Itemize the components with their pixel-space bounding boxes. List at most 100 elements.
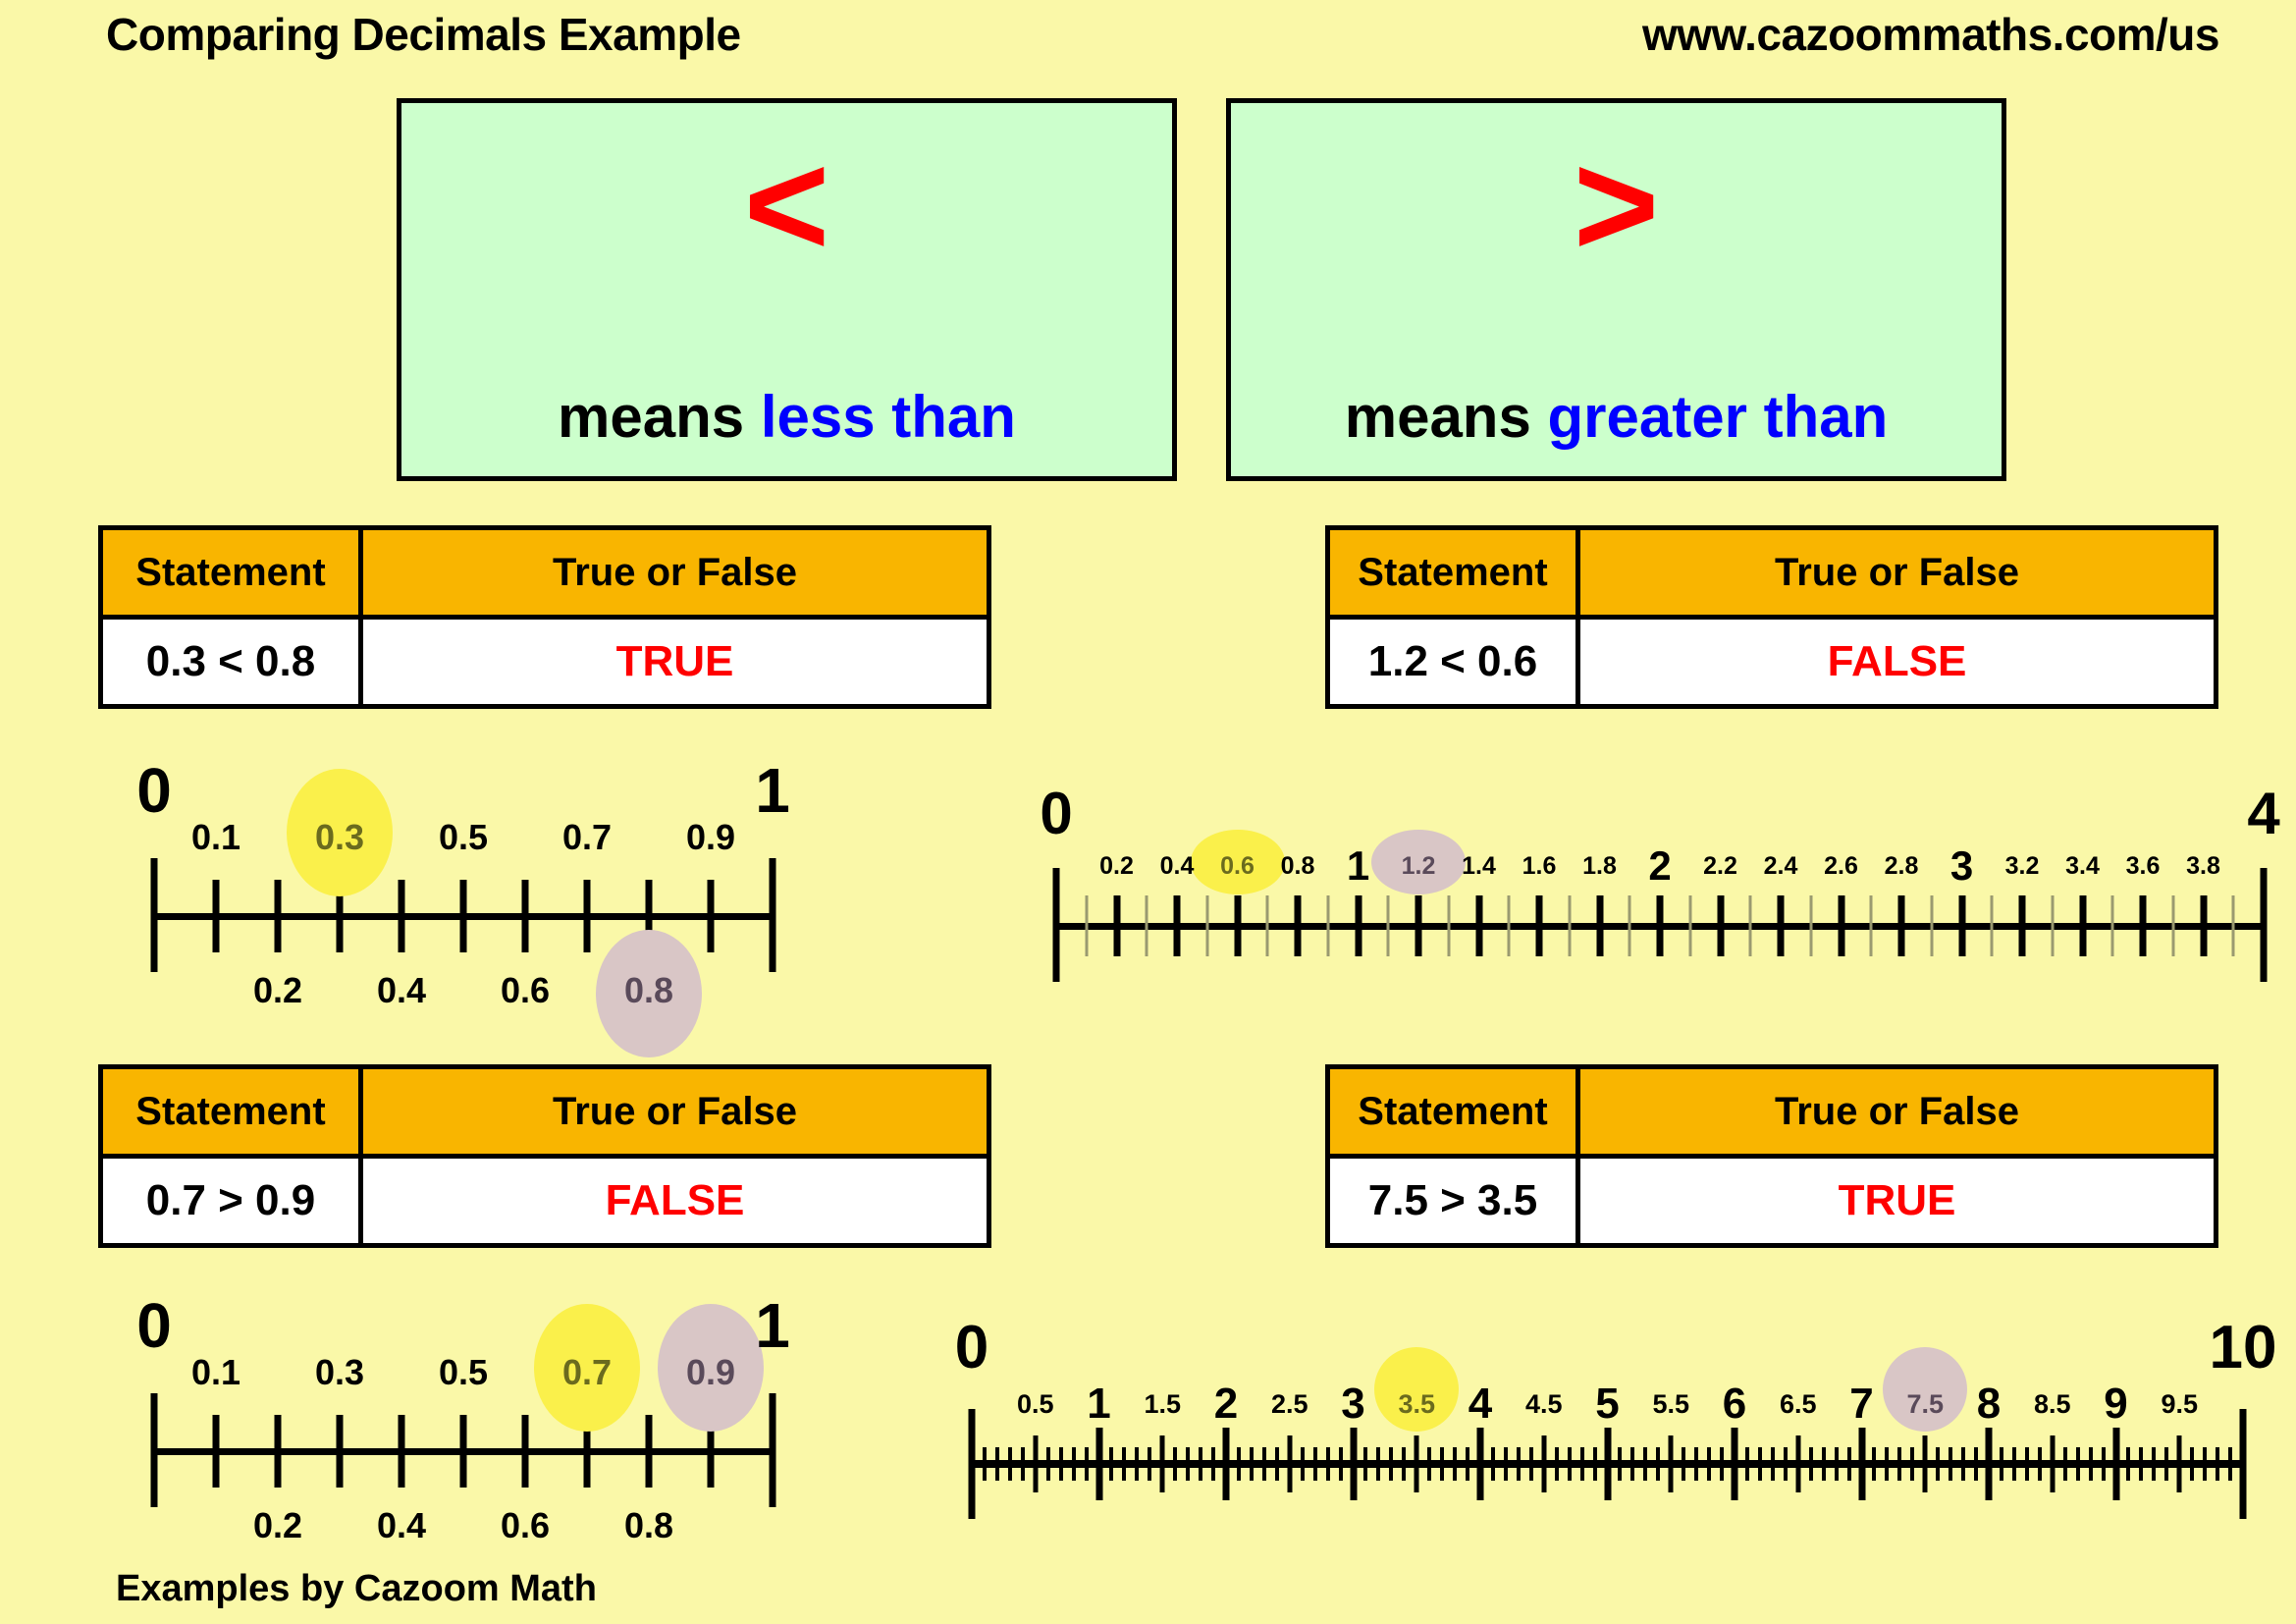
definition-caption-less-than: means less than [401,383,1172,451]
tick-label-0.8: 0.8 [623,1505,674,1545]
highlight-0.6 [1190,830,1285,894]
highlight-0.7 [534,1304,640,1432]
column-header-true-or-false: True or False [363,1069,987,1154]
tick-label-0.2: 0.2 [1099,852,1134,880]
column-header-true-or-false: True or False [363,530,987,615]
tick-label-1.8: 1.8 [1582,852,1617,880]
tick-label-6.5: 6.5 [1779,1389,1817,1419]
tick-label-2.6: 2.6 [1824,852,1858,880]
tick-label-0.4: 0.4 [376,970,427,1010]
footer-credit: Examples by Cazoom Math [116,1568,597,1609]
cell-verdict: TRUE [363,620,987,704]
table-header-row: Statement True or False [1330,530,2214,620]
tick-label-2.2: 2.2 [1703,852,1737,880]
tick-label-1: 1 [1087,1380,1111,1428]
tick-label-0.5: 0.5 [438,817,489,857]
site-url: www.cazoommaths.com/us [1642,9,2220,60]
end-label-1: 1 [755,755,790,826]
greater-than-symbol-icon: > [1573,122,1660,287]
tick-label-0.6: 0.6 [500,1505,551,1545]
table-row: 0.7 > 0.9 FALSE [103,1159,987,1243]
tick-label-1.5: 1.5 [1144,1389,1182,1419]
definition-box-less-than: < means less than [397,98,1177,481]
tick-label-7.5: 7.5 [1906,1389,1945,1419]
column-header-statement: Statement [1330,530,1580,615]
table-header-row: Statement True or False [103,530,987,620]
highlight-0.3 [287,769,393,896]
tick-label-0.3: 0.3 [314,817,365,857]
tick-label-0.2: 0.2 [252,1505,303,1545]
definition-phrase: less than [760,384,1016,450]
tick-label-5: 5 [1595,1380,1620,1428]
tick-label-0.4: 0.4 [376,1505,427,1545]
truth-table-1: Statement True or False 0.3 < 0.8 TRUE [98,525,991,709]
tick-label-8: 8 [1976,1380,2002,1428]
table-row: 1.2 < 0.6 FALSE [1330,620,2214,704]
tick-label-5.5: 5.5 [1652,1389,1690,1419]
end-label-1: 1 [755,1290,790,1361]
cell-verdict: FALSE [363,1159,987,1243]
number-line-0-to-1-a: 0.1 0.3 0.5 0.7 0.9 0.2 0.4 0.6 0.8 0 1 [136,755,790,1057]
tick-label-0.9: 0.9 [685,817,736,857]
cell-statement: 1.2 < 0.6 [1330,620,1580,704]
tick-label-0.8: 0.8 [1280,852,1315,880]
tick-label-1.6: 1.6 [1522,852,1557,880]
tick-label-3: 3 [1341,1380,1365,1428]
tick-label-8.5: 8.5 [2033,1389,2071,1419]
tick-label-3.5: 3.5 [1398,1389,1436,1419]
tick-label-0.7: 0.7 [561,1352,613,1392]
truth-table-2: Statement True or False 1.2 < 0.6 FALSE [1325,525,2218,709]
truth-table-4: Statement True or False 7.5 > 3.5 TRUE [1325,1064,2218,1248]
tick-label-1: 1 [1346,842,1370,889]
tick-label-2: 2 [1648,842,1672,889]
end-label-4: 4 [2247,781,2280,846]
less-than-symbol-icon: < [743,122,830,287]
cell-statement: 7.5 > 3.5 [1330,1159,1580,1243]
column-header-statement: Statement [103,530,363,615]
cell-verdict: FALSE [1580,620,2214,704]
tick-label-0.8: 0.8 [623,970,674,1010]
column-header-true-or-false: True or False [1580,530,2214,615]
column-header-statement: Statement [1330,1069,1580,1154]
page-title: Comparing Decimals Example [106,9,741,60]
tick-label-0.7: 0.7 [561,817,613,857]
tick-label-3.4: 3.4 [2065,852,2100,880]
definition-box-greater-than: > means greater than [1226,98,2006,481]
start-label-0: 0 [136,1290,172,1361]
tick-label-9.5: 9.5 [2161,1389,2199,1419]
tick-label-3: 3 [1949,842,1974,889]
table-row: 7.5 > 3.5 TRUE [1330,1159,2214,1243]
cell-statement: 0.3 < 0.8 [103,620,363,704]
end-label-10: 10 [2209,1314,2277,1381]
tick-label-0.3: 0.3 [314,1352,365,1392]
highlight-7.5 [1883,1347,1968,1432]
cell-statement: 0.7 > 0.9 [103,1159,363,1243]
tick-label-0.9: 0.9 [685,1352,736,1392]
tick-label-0.2: 0.2 [252,970,303,1010]
start-label-0: 0 [136,755,172,826]
column-header-true-or-false: True or False [1580,1069,2214,1154]
highlight-1.2 [1371,830,1466,894]
definition-prefix: means [1344,384,1548,450]
tick-label-0.6: 0.6 [1220,852,1255,880]
tick-label-1.4: 1.4 [1462,852,1496,880]
definition-phrase: greater than [1547,384,1889,450]
tick-label-2: 2 [1213,1380,1239,1428]
definition-caption-greater-than: means greater than [1231,383,2002,451]
cell-verdict: TRUE [1580,1159,2214,1243]
tick-label-0.1: 0.1 [190,817,241,857]
tick-label-0.5: 0.5 [438,1352,489,1392]
table-header-row: Statement True or False [103,1069,987,1159]
highlight-0.9 [658,1304,764,1432]
tick-label-2.4: 2.4 [1763,852,1798,880]
tick-label-0.6: 0.6 [500,970,551,1010]
tick-label-7: 7 [1849,1380,1874,1428]
tick-label-3.8: 3.8 [2186,852,2220,880]
tick-label-9: 9 [2104,1380,2128,1428]
highlight-0.8 [596,930,702,1057]
start-label-0: 0 [954,1314,989,1381]
tick-label-4: 4 [1468,1380,1493,1428]
table-header-row: Statement True or False [1330,1069,2214,1159]
